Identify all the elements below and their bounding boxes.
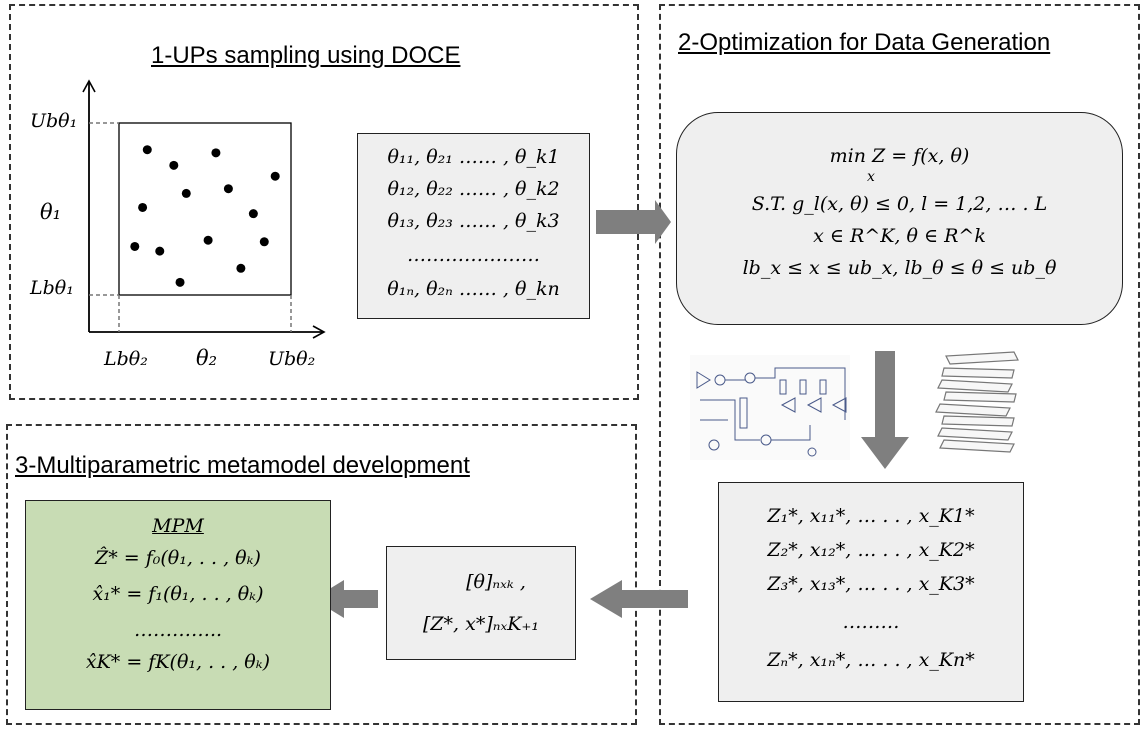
metamodel-panel-title: 3-Multiparametric metamodel development [15,452,470,479]
sampling-region [118,122,292,296]
result-line: Zₙ*, x₁ₙ*, … . . , x_Kn* [767,649,975,671]
sample-point [236,263,246,273]
sample-line: ………………… [407,244,540,266]
optimization-panel: 2-Optimization for Data Generation [659,4,1140,725]
sample-point [175,277,185,287]
constraint-line: S.T. g_l(x, θ) ≤ 0, l = 1,2, … . L [751,193,1048,215]
metamodel-panel: 3-Multiparametric metamodel development [6,424,637,725]
arrow-samples-to-optimization [596,200,671,244]
y-upper-bound-label: Ubθ₁ [30,110,78,132]
result-line: Z₃*, x₁₃*, … . . , x_K3* [767,573,975,595]
output-matrix-label: [Z*, x*]ₙₓK₊₁ [422,613,540,635]
result-line: Z₁*, x₁₁*, … . . , x_K1* [767,505,975,527]
result-line: ……… [842,611,900,633]
objective-line: min Z = f(x, θ) [829,145,970,167]
sample-line: θ₁ₙ, θ₂ₙ …… , θ_kn [387,278,560,300]
y-lower-bound-label: Lbθ₁ [30,277,74,299]
sample-point [181,188,191,198]
sample-point [248,209,258,219]
sample-point [138,202,148,212]
result-line: Z₂*, x₁₂*, … . . , x_K2* [767,539,975,561]
sample-point [259,237,269,247]
sample-point [142,145,152,155]
y-axis-label: θ₁ [40,200,62,224]
sample-line: θ₁₃, θ₂₃ …… , θ_k3 [387,210,560,232]
x-upper-bound-label: Ubθ₂ [268,348,316,370]
mpm-equation: x̂₁* = f₁(θ₁, . . , θₖ) [92,583,264,605]
sample-line: θ₁₁, θ₂₁ …… , θ_k1 [387,146,560,168]
process-flowsheet-image [690,355,850,460]
sample-point [223,184,233,194]
optimization-problem-box: min Z = f(x, θ) x S.T. g_l(x, θ) ≤ 0, l … [676,112,1123,325]
sample-point [169,160,179,170]
x-axis-label: θ₂ [196,346,218,370]
sample-point [130,241,140,251]
arrow-optimization-to-results [861,351,909,469]
sample-point [155,246,165,256]
x-lower-bound-label: Lbθ₂ [104,348,148,370]
mpm-title: MPM [152,515,204,537]
theta-matrix-label: [θ]ₙₓₖ , [466,571,526,593]
objective-subscript: x [867,169,875,185]
samples-box: θ₁₁, θ₂₁ …… , θ_k1 θ₁₂, θ₂₂ …… , θ_k2 θ₁… [357,133,590,319]
sample-point [203,235,213,245]
matrix-box: [θ]ₙₓₖ , [Z*, x*]ₙₓK₊₁ [386,546,576,660]
optimization-panel-title: 2-Optimization for Data Generation [678,29,1051,56]
mpm-equation: x̂K* = fK(θ₁, . . , θₖ) [85,651,271,673]
mpm-box: MPM Ẑ* = f₀(θ₁, . . , θₖ) x̂₁* = f₁(θ₁, … [25,500,331,710]
mpm-ellipsis: ………….. [133,619,223,641]
domain-line: x ∈ R^K, θ ∈ R^k [813,225,986,247]
results-box: Z₁*, x₁₁*, … . . , x_K1* Z₂*, x₁₂*, … . … [718,482,1024,702]
sample-point [270,171,280,181]
data-stack-image [935,351,1019,453]
sample-line: θ₁₂, θ₂₂ …… , θ_k2 [387,178,560,200]
bounds-line: lb_x ≤ x ≤ ub_x, lb_θ ≤ θ ≤ ub_θ [742,257,1057,279]
sampling-panel-title: 1-UPs sampling using DOCE [151,42,461,69]
sample-point [211,148,221,158]
mpm-equation: Ẑ* = f₀(θ₁, . . , θₖ) [95,547,261,569]
sampling-panel: 1-UPs sampling using DOCE [9,4,639,400]
arrow-results-to-matrix [590,580,688,618]
